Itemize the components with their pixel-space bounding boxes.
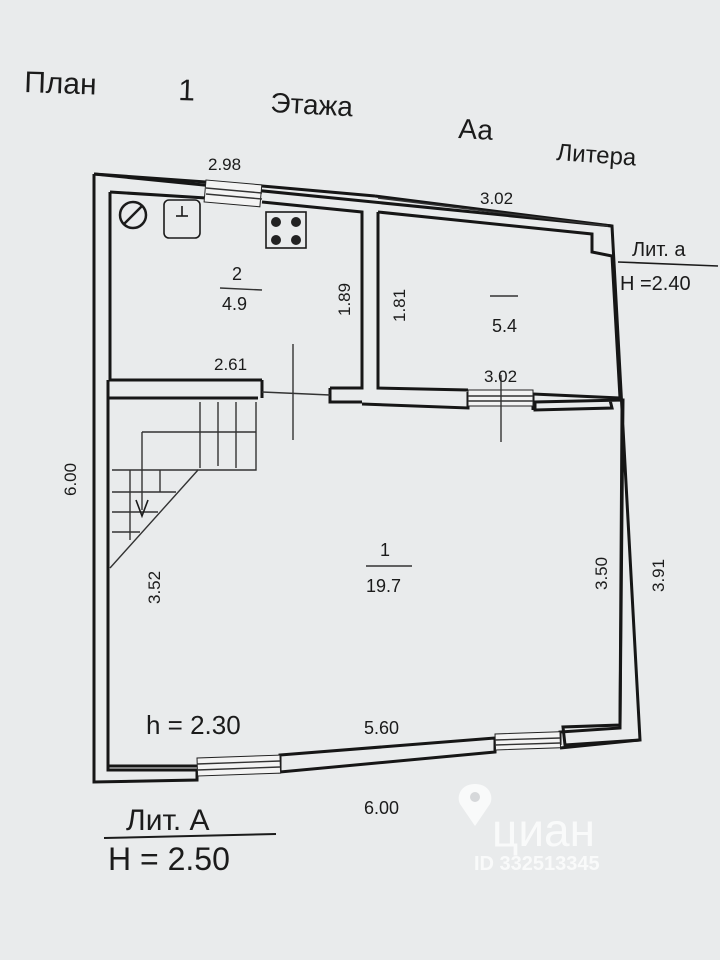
dim-overall-left: 6.00: [61, 463, 80, 496]
litera-word: Литера: [556, 139, 638, 172]
kitchen-room-area: 4.9: [222, 294, 247, 314]
dim-kitchen-bottom: 2.61: [214, 355, 247, 374]
sink-icon: [163, 199, 201, 239]
dim-main-right: 3.50: [592, 557, 611, 590]
stove-icon: [265, 211, 307, 249]
floor-number: 1: [178, 74, 196, 108]
dim-main-bottom: 5.60: [364, 718, 399, 738]
window-main-bottom-right: [494, 731, 562, 751]
location-pin-icon: [458, 784, 492, 826]
annex-room-area: 5.4: [492, 316, 517, 336]
door-kitchen: [261, 344, 331, 440]
outer-walls: [92, 172, 642, 784]
kitchen-walls: [108, 190, 364, 404]
watermark-brand: циан: [492, 804, 595, 856]
dim-stair-side: 3.52: [145, 571, 164, 604]
dim-annex-top: 3.02: [480, 189, 513, 208]
window-main-bottom-left: [196, 754, 282, 777]
litera-code: Аа: [458, 113, 495, 146]
watermark-id: ID 332513345: [474, 853, 600, 875]
window-kitchen-top: [203, 179, 263, 208]
kitchen-room-number: 2: [232, 264, 242, 284]
dim-kitchen-right: 1.89: [335, 283, 354, 316]
staircase-icon: [109, 402, 257, 569]
main-room-area: 19.7: [366, 576, 401, 596]
dim-kitchen-top-window: 2.98: [208, 155, 241, 174]
dim-outer-right: 3.91: [649, 559, 668, 592]
boiler-icon: [118, 200, 148, 230]
main-room-height: h = 2.30: [146, 710, 241, 740]
floor-word: Этажа: [270, 87, 354, 122]
plan-title-word: План: [24, 66, 97, 102]
dim-annex-left: 1.81: [390, 289, 409, 322]
dim-annex-bottom: 3.02: [484, 367, 517, 386]
dim-overall-bottom: 6.00: [364, 798, 399, 818]
main-room-number: 1: [380, 540, 390, 560]
lit-a-small-height: Н =2.40: [620, 273, 691, 295]
lit-a-big-title: Лит. А: [126, 804, 210, 837]
lit-a-big-height: Н = 2.50: [108, 841, 230, 877]
lit-a-small-title: Лит. а: [632, 239, 686, 261]
